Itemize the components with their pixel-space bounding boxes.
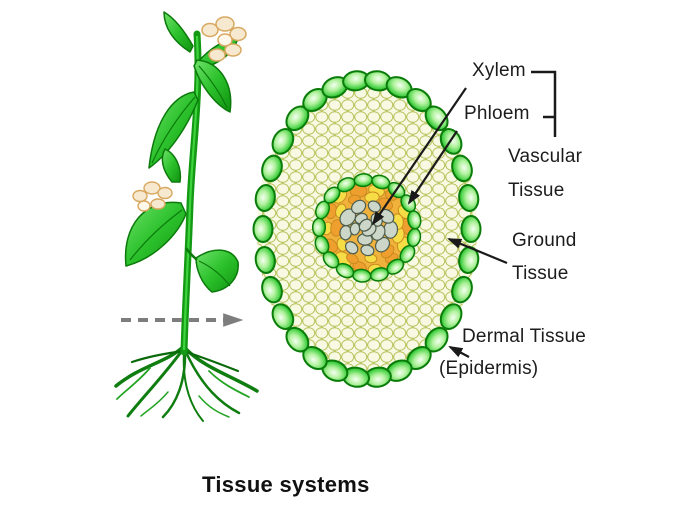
label-dermal-tissue-line2: (Epidermis) bbox=[439, 358, 539, 379]
xylem-cells bbox=[339, 199, 399, 257]
diagram-title: Tissue systems bbox=[202, 472, 370, 497]
cell bbox=[360, 244, 375, 257]
cell bbox=[353, 173, 374, 188]
cell bbox=[367, 200, 382, 213]
flower-cluster-mid bbox=[132, 181, 173, 212]
cell bbox=[460, 215, 482, 243]
cell bbox=[254, 184, 276, 212]
label-ground-tissue-line2: Tissue bbox=[512, 263, 569, 284]
cell bbox=[358, 218, 373, 232]
cell bbox=[407, 210, 422, 230]
plant-roots bbox=[114, 344, 259, 422]
dermal-tissue-arrow bbox=[448, 346, 470, 358]
cell bbox=[261, 275, 283, 304]
dermal-tissue-ring bbox=[252, 70, 482, 388]
cell bbox=[451, 275, 473, 304]
cell bbox=[458, 184, 480, 212]
stem-highlight bbox=[182, 35, 199, 351]
cell bbox=[350, 199, 367, 215]
xylem-arrow bbox=[371, 87, 467, 226]
cell bbox=[311, 217, 327, 238]
ground-tissue-arrow bbox=[447, 237, 508, 265]
cell bbox=[451, 154, 473, 183]
cell bbox=[285, 326, 310, 353]
label-vascular-tissue-line2: Tissue bbox=[508, 180, 565, 201]
cell bbox=[271, 128, 295, 155]
cell bbox=[346, 253, 359, 265]
cell bbox=[345, 241, 359, 255]
label-vascular-tissue-line1: Vascular bbox=[508, 146, 583, 167]
vascular-bundle-sheath-ring bbox=[311, 173, 422, 283]
label-xylem: Xylem bbox=[472, 60, 526, 81]
label-phloem: Phloem bbox=[464, 103, 530, 124]
flower-cluster-top bbox=[201, 16, 247, 62]
phloem-arrow bbox=[407, 130, 458, 205]
leaf-midribs bbox=[129, 65, 231, 287]
label-ground-tissue-line1: Ground bbox=[512, 230, 577, 251]
plant-illustration bbox=[114, 11, 259, 422]
cell bbox=[254, 246, 276, 274]
callout-lines bbox=[371, 70, 557, 358]
cell bbox=[439, 303, 463, 330]
label-dermal-tissue-line1: Dermal Tissue bbox=[462, 326, 587, 347]
cell bbox=[261, 154, 283, 183]
cell bbox=[271, 303, 295, 330]
vascular-tissue-bracket bbox=[531, 70, 557, 137]
cell bbox=[349, 222, 361, 236]
cell bbox=[252, 215, 274, 243]
